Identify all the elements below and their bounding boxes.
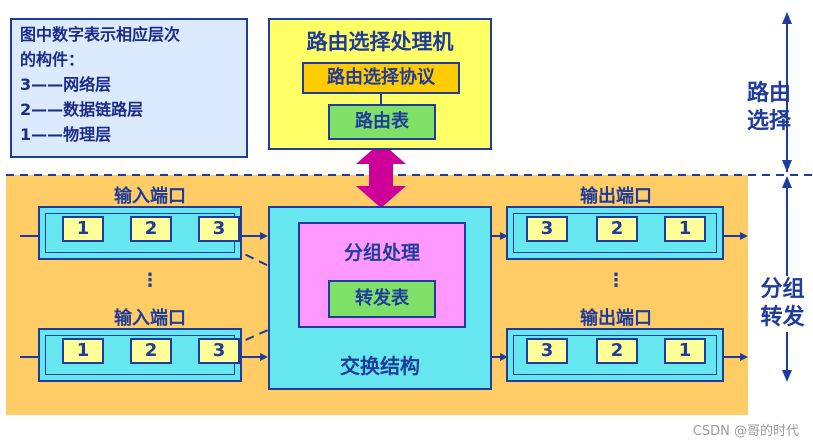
forwarding-side-label-2: 转发: [760, 305, 805, 330]
watermark: CSDN @哥的时代: [692, 424, 799, 439]
output-port-top: 3 2 1: [506, 206, 724, 260]
routing-processor: 路由选择处理机 路由选择协议 路由表: [268, 18, 492, 150]
input-port-top: 1 2 3: [38, 206, 242, 260]
output-bottom-cell-3: 3: [526, 338, 568, 364]
output-top-cell-3: 3: [526, 216, 568, 242]
forwarding-arrow-head-bottom: [782, 370, 792, 382]
routing-protocol-box: 路由选择协议: [302, 62, 460, 94]
input-top-cell-1: 1: [62, 216, 104, 242]
output-top-cell-1: 1: [664, 216, 706, 242]
forwarding-arrow-head-top: [782, 176, 792, 188]
legend-line-2: 的构件：: [20, 50, 85, 69]
packet-processing-label: 分组处理: [343, 242, 420, 264]
input-port-bottom: 1 2 3: [38, 328, 242, 382]
input-bottom-cell-1: 1: [62, 338, 104, 364]
input-bottom-cell-2: 2: [130, 338, 172, 364]
input-port-label-top: 输入端口: [114, 186, 186, 207]
routing-arrow-head-top: [782, 12, 792, 24]
routing-arrow-head-bottom: [782, 160, 792, 172]
input-port-label-bottom: 输入端口: [114, 308, 186, 329]
input-ellipsis: ⋮: [141, 270, 159, 291]
routing-processor-title: 路由选择处理机: [306, 30, 454, 54]
output-bottom-cell-2: 2: [596, 338, 638, 364]
legend-line-5: 1——物理层: [20, 125, 112, 144]
legend-line-4: 2——数据链路层: [20, 100, 144, 119]
legend-box: 图中数字表示相应层次 的构件： 3——网络层 2——数据链路层 1——物理层: [10, 18, 248, 158]
routing-side-label-2: 选择: [746, 109, 791, 134]
output-ellipsis: ⋮: [607, 270, 625, 291]
routing-table-box: 路由表: [328, 104, 436, 140]
input-top-cell-2: 2: [130, 216, 172, 242]
output-port-label-top: 输出端口: [580, 186, 652, 207]
forwarding-side-label-1: 分组: [760, 277, 805, 302]
output-port-bottom: 3 2 1: [506, 328, 724, 382]
switch-fabric-label: 交换结构: [340, 354, 420, 378]
input-bottom-cell-3: 3: [198, 338, 240, 364]
switch-fabric: 分组处理 转发表 交换结构: [268, 206, 492, 390]
protocol-to-table-connector: [380, 94, 382, 104]
output-bottom-cell-1: 1: [664, 338, 706, 364]
packet-processing-box: 分组处理 转发表: [298, 222, 466, 328]
output-top-cell-2: 2: [596, 216, 638, 242]
output-port-label-bottom: 输出端口: [580, 308, 652, 329]
routing-side-label-1: 路由: [746, 81, 791, 106]
forwarding-table-box: 转发表: [328, 280, 436, 318]
magenta-double-arrow: [356, 142, 406, 208]
routing-side-label: 路由 选择: [738, 80, 800, 136]
legend-line-1: 图中数字表示相应层次: [20, 25, 181, 44]
legend-line-3: 3——网络层: [20, 75, 112, 94]
input-top-cell-3: 3: [198, 216, 240, 242]
forwarding-side-label: 分组 转发: [752, 276, 813, 332]
